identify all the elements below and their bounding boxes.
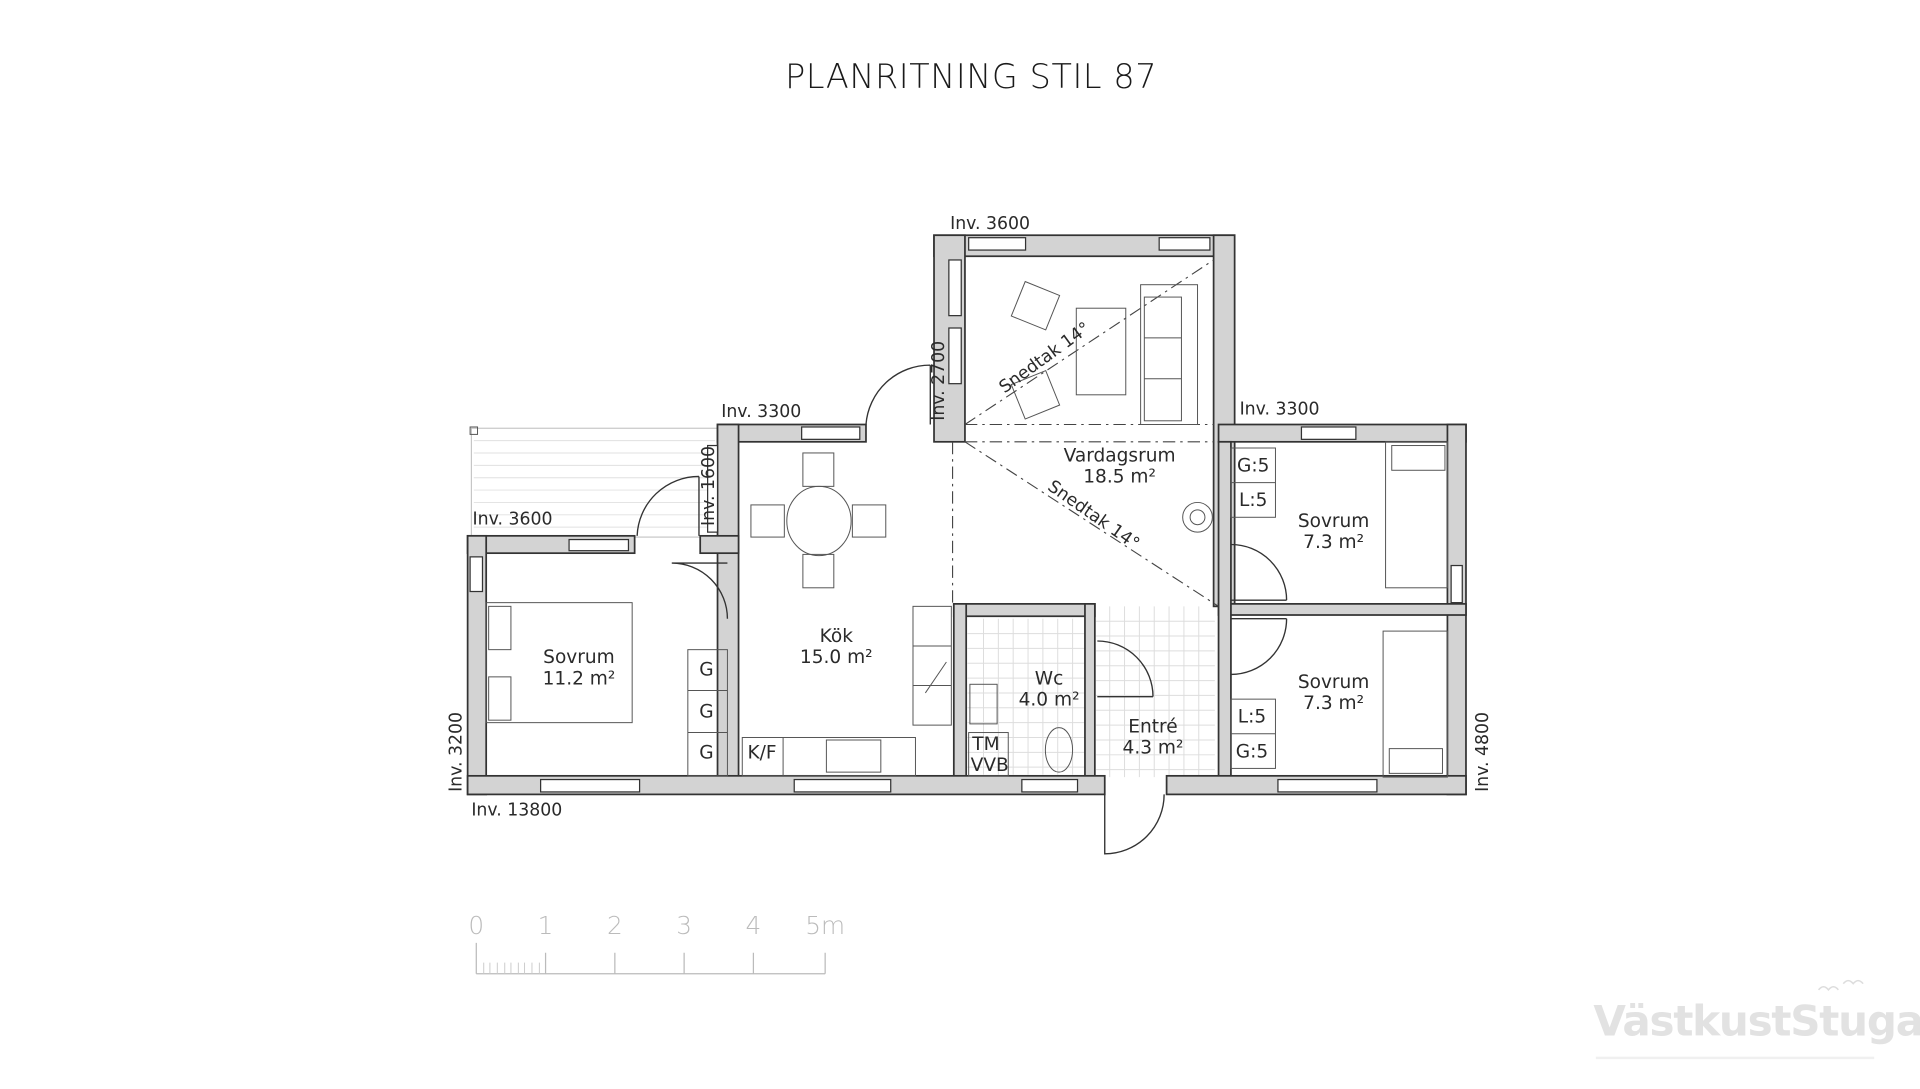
slope-label-2: Snedtak 14°: [1044, 477, 1143, 555]
room-area-sovrum-se: 7.3 m²: [1303, 693, 1364, 714]
slope-label-1: Snedtak 14°: [996, 318, 1094, 397]
windows: [469, 237, 1463, 793]
tm-label: TM: [971, 734, 999, 755]
fridge-freezer-label: K/F: [748, 743, 777, 764]
walls: [466, 234, 1467, 796]
scale-tick-4: 4: [746, 911, 762, 940]
dim-living-side: Inv. 2700: [929, 341, 949, 421]
entrance-tiles: [967, 606, 1215, 778]
furniture: [485, 280, 1448, 778]
closet-se-g: G:5: [1236, 741, 1268, 762]
room-area-entre: 4.3 m²: [1123, 738, 1184, 759]
scale-tick-2: 2: [607, 911, 623, 940]
room-area-sovrum-w: 11.2 m²: [543, 668, 616, 689]
closet-se-l: L:5: [1238, 707, 1266, 728]
dim-right-side: Inv. 4800: [1473, 712, 1493, 792]
room-name-vardagsrum: Vardagsrum: [1064, 446, 1176, 467]
dim-porch-side: Inv. 1600: [699, 446, 719, 526]
closet-ne-l: L:5: [1239, 490, 1267, 511]
vastkuststugan-logo: VästkustStugan: [1593, 979, 1920, 1060]
slope-lines: [952, 259, 1219, 607]
closet-w-g3: G: [699, 743, 713, 764]
room-area-vardagsrum: 18.5 m²: [1083, 467, 1156, 488]
dim-bedrooms-top: Inv. 3300: [1240, 400, 1320, 420]
room-name-kok: Kök: [820, 626, 854, 647]
page-title: PLANRITNING STIL 87: [785, 57, 1157, 96]
scale-tick-0: 0: [468, 911, 484, 940]
room-area-kok: 15.0 m²: [800, 647, 873, 668]
porch-deck: [469, 426, 719, 538]
scale-tick-1: 1: [538, 911, 554, 940]
logo-text: VästkustStugan: [1593, 997, 1920, 1046]
room-name-sovrum-se: Sovrum: [1298, 672, 1370, 693]
closet-ne-g: G:5: [1237, 456, 1269, 477]
dim-bottom: Inv. 13800: [471, 800, 562, 820]
scale-bar: 0 1 2 3 4 5m: [468, 911, 845, 975]
scale-tick-3: 3: [676, 911, 692, 940]
closet-labels: G:5 L:5 L:5 G:5 G G G K/F TM VVB: [699, 456, 1269, 776]
dim-kitchen-top: Inv. 3300: [721, 402, 801, 422]
closet-w-g1: G: [699, 660, 713, 681]
room-name-wc: Wc: [1035, 668, 1064, 689]
scale-tick-5: 5m: [805, 911, 845, 940]
closet-w-g2: G: [699, 702, 713, 723]
room-area-sovrum-ne: 7.3 m²: [1303, 532, 1364, 553]
room-name-sovrum-ne: Sovrum: [1298, 511, 1370, 532]
vvb-label: VVB: [971, 755, 1009, 776]
room-area-wc: 4.0 m²: [1019, 689, 1080, 710]
doors: [636, 364, 1288, 855]
dim-porch: Inv. 3600: [473, 510, 553, 530]
dim-left-side: Inv. 3200: [446, 712, 466, 792]
dimension-labels: Inv. 3600 Inv. 3300 Inv. 3600 Inv. 3300 …: [446, 214, 1493, 820]
room-name-entre: Entré: [1128, 717, 1177, 738]
dim-living-top: Inv. 3600: [950, 214, 1030, 234]
room-name-sovrum-w: Sovrum: [543, 647, 615, 668]
